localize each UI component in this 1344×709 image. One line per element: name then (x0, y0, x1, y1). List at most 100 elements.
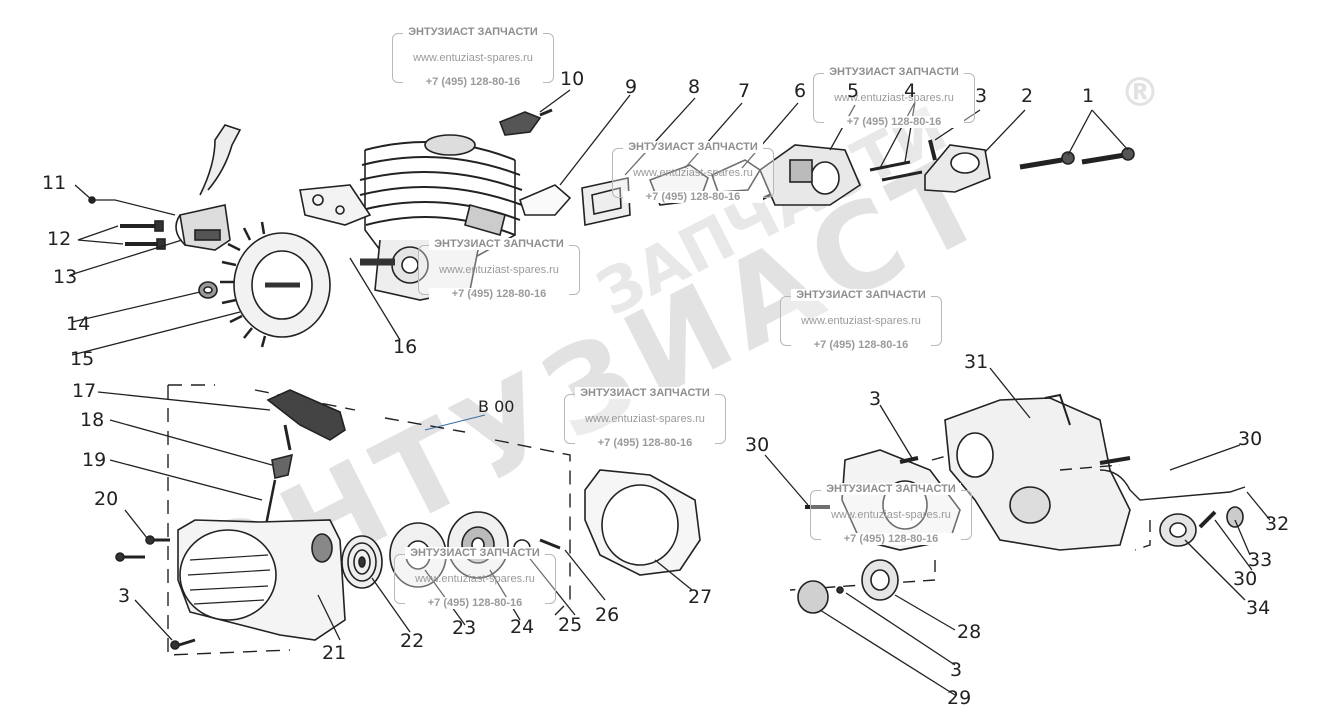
watermark-site: www.entuziast-spares.ru (831, 509, 951, 521)
part-label-12: 12 (47, 228, 72, 250)
screw-3-bottom (836, 586, 844, 594)
bearing-34 (1159, 513, 1197, 547)
watermark-phone: +7 (495) 128-80-16 (429, 288, 569, 300)
contact-watermark-5: ЭНТУЗИАСТ ЗАПЧАСТИ www.entuziast-spares.… (780, 289, 942, 351)
part-label-1: 1 (1082, 85, 1095, 107)
filter-base (924, 144, 991, 193)
part-label-10: 10 (560, 68, 585, 90)
part-label-23: 23 (452, 617, 477, 639)
contact-watermark-8: ЭНТУЗИАСТ ЗАПЧАСТИ www.entuziast-spares.… (394, 547, 556, 609)
watermark-company: ЭНТУЗИАСТ ЗАПЧАСТИ (575, 387, 715, 399)
watermark-company: ЭНТУЗИАСТ ЗАПЧАСТИ (821, 483, 961, 495)
recoil-spring (341, 535, 383, 589)
starter-handle (266, 389, 346, 451)
bearing-28 (861, 559, 899, 601)
part-label-24: 24 (510, 616, 535, 638)
rope-guide (271, 453, 294, 479)
watermark-site: www.entuziast-spares.ru (439, 264, 559, 276)
part-label-32: 32 (1265, 513, 1290, 535)
bolts-1 (1019, 147, 1135, 170)
ignition-coil (88, 124, 242, 251)
watermark-phone: +7 (495) 128-80-16 (791, 339, 931, 351)
part-label-30c: 30 (1233, 568, 1258, 590)
watermark-phone: +7 (495) 128-80-16 (824, 116, 964, 128)
watermark-site: www.entuziast-spares.ru (633, 167, 753, 179)
part-label-26: 26 (595, 604, 620, 626)
watermark-site: www.entuziast-spares.ru (413, 52, 533, 64)
registered-mark: ® (1120, 70, 1160, 116)
fan-cover (584, 469, 701, 576)
watermark-company: ЭНТУЗИАСТ ЗАПЧАСТИ (623, 141, 763, 153)
reference-code: B 00 (478, 397, 515, 416)
contact-watermark-2: ЭНТУЗИАСТ ЗАПЧАСТИ www.entuziast-spares.… (813, 66, 975, 128)
part-label-25: 25 (558, 614, 583, 636)
contact-watermark-3: ЭНТУЗИАСТ ЗАПЧАСТИ www.entuziast-spares.… (612, 141, 774, 203)
seal-29 (797, 580, 829, 614)
engine-block (299, 134, 523, 301)
carburetor (759, 144, 861, 206)
part-label-29: 29 (947, 687, 972, 709)
contact-watermark-6: ЭНТУЗИАСТ ЗАПЧАСТИ www.entuziast-spares.… (564, 387, 726, 449)
leader-lines (69, 89, 1271, 696)
part-label-5: 5 (847, 80, 860, 102)
part-label-31: 31 (964, 351, 989, 373)
contact-watermark-7: ЭНТУЗИАСТ ЗАПЧАСТИ www.entuziast-spares.… (810, 483, 972, 545)
part-label-3d: 3 (950, 659, 963, 681)
flywheel (220, 221, 331, 348)
screws-12 (120, 220, 166, 250)
watermark-company: ЭНТУЗИАСТ ЗАПЧАСТИ (791, 289, 931, 301)
screw-26 (539, 538, 561, 550)
part-label-14: 14 (66, 313, 91, 335)
watermark-company: ЭНТУЗИАСТ ЗАПЧАСТИ (405, 547, 545, 559)
contact-watermark-4: ЭНТУЗИАСТ ЗАПЧАСТИ www.entuziast-spares.… (418, 238, 580, 300)
part-label-7: 7 (738, 80, 751, 102)
clip-33 (1226, 506, 1244, 528)
insulator-plate (581, 177, 631, 226)
studs-4 (869, 160, 923, 182)
part-label-22: 22 (400, 630, 425, 652)
watermark-site: www.entuziast-spares.ru (415, 573, 535, 585)
crankcase-half (944, 393, 1131, 551)
spark-plug (498, 108, 553, 136)
reference-leader (424, 414, 486, 431)
nut-14 (198, 281, 218, 299)
oil-line (1099, 469, 1246, 501)
part-label-34: 34 (1246, 597, 1271, 619)
part-label-3b: 3 (118, 585, 131, 607)
part-label-33: 33 (1248, 549, 1273, 571)
gasket-9 (519, 184, 572, 216)
watermark-phone: +7 (495) 128-80-16 (403, 76, 543, 88)
watermark-phone: +7 (495) 128-80-16 (623, 191, 763, 203)
part-label-20: 20 (94, 488, 119, 510)
watermark-company: ЭНТУЗИАСТ ЗАПЧАСТИ (824, 66, 964, 78)
part-label-19: 19 (82, 449, 107, 471)
part-label-11: 11 (42, 172, 67, 194)
part-label-9: 9 (625, 76, 638, 98)
gasket-6 (711, 159, 762, 193)
part-label-6: 6 (794, 80, 807, 102)
part-label-3: 3 (975, 85, 988, 107)
watermark-phone: +7 (495) 128-80-16 (821, 533, 961, 545)
watermark-site: www.entuziast-spares.ru (834, 92, 954, 104)
watermark-phone: +7 (495) 128-80-16 (575, 437, 715, 449)
part-label-21: 21 (322, 642, 347, 664)
part-label-2: 2 (1021, 85, 1034, 107)
part-label-18: 18 (80, 409, 105, 431)
crankcase-outline (789, 454, 1151, 591)
screws-20 (115, 535, 196, 650)
part-label-27: 27 (688, 586, 713, 608)
contact-watermark-1: ЭНТУЗИАСТ ЗАПЧАСТИ www.entuziast-spares.… (392, 26, 554, 88)
part-label-30a: 30 (745, 434, 770, 456)
watermark-company: ЭНТУЗИАСТ ЗАПЧАСТИ (429, 238, 569, 250)
watermark-phone: +7 (495) 128-80-16 (405, 597, 545, 609)
part-label-28: 28 (957, 621, 982, 643)
part-label-8: 8 (688, 76, 701, 98)
starter-housing (177, 519, 346, 641)
watermark-site: www.entuziast-spares.ru (585, 413, 705, 425)
part-label-16: 16 (393, 336, 418, 358)
part-label-3c: 3 (869, 388, 882, 410)
part-label-17: 17 (72, 380, 97, 402)
part-label-13: 13 (53, 266, 78, 288)
watermark-site: www.entuziast-spares.ru (801, 315, 921, 327)
